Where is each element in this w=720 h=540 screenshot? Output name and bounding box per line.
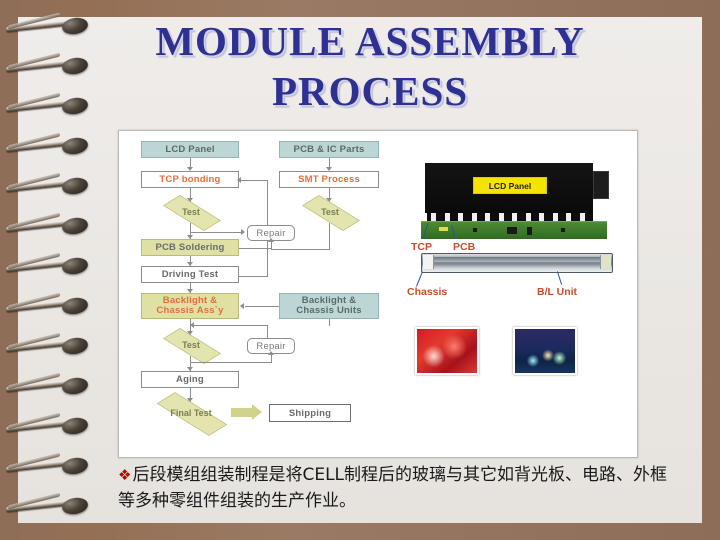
lcd-panel-body: LCD Panel: [425, 163, 593, 213]
node-lcd-panel: LCD Panel: [141, 141, 239, 158]
description-line-2: 板、电路、外框等多种零组件组装的生产作业。: [118, 465, 668, 511]
sample-photos: [415, 327, 625, 375]
binding-ring: [6, 332, 102, 357]
tcp-strip: [579, 213, 585, 222]
node-aging: Aging: [141, 371, 239, 388]
node-test-3-label: Test: [182, 340, 200, 350]
binding-ring: [6, 212, 102, 237]
node-backlight-units-line2: Chassis Units: [296, 305, 362, 316]
tcp-strip: [566, 213, 571, 222]
binding-ring: [6, 132, 102, 157]
node-backlight-chassis-assy: Backlight & Chassis Ass`y: [141, 293, 239, 319]
tcp-label: TCP: [411, 241, 432, 253]
page-title: MODULE ASSEMBLY PROCESS: [155, 18, 585, 114]
tcp-strips: [427, 213, 593, 222]
tcp-strip: [458, 213, 463, 222]
node-test-2-label: Test: [321, 207, 339, 217]
node-smt-process: SMT Process: [279, 171, 379, 188]
tcp-strip: [512, 213, 517, 222]
tcp-strip: [485, 213, 490, 222]
node-backlight-units-line1: Backlight &: [301, 295, 357, 306]
flowchart: LCD Panel TCP bonding Test PCB Soldering…: [119, 131, 409, 457]
binding-ring: [6, 172, 102, 197]
node-test-3: Test: [163, 328, 221, 364]
binding-ring: [6, 452, 102, 477]
red-product-photo: [415, 327, 479, 375]
node-shipping: Shipping: [269, 404, 351, 422]
tcp-strip: [498, 213, 504, 222]
binding-ring: [6, 252, 102, 277]
node-driving-test: Driving Test: [141, 266, 239, 283]
node-pcb-soldering: PCB Soldering: [141, 239, 239, 256]
binding-ring: [6, 412, 102, 437]
node-final-test-label: Final Test: [170, 408, 212, 418]
bl-unit-label: B/L Unit: [537, 286, 578, 298]
node-backlight-chassis-units: Backlight & Chassis Units: [279, 293, 379, 319]
night-city-photo: [513, 327, 577, 375]
binding-ring: [6, 492, 102, 517]
chassis-photo: [421, 249, 613, 275]
tcp-strip: [525, 213, 531, 222]
description-text: ❖后段模组组装制程是将CELL制程后的玻璃与其它如背光板、电路、外框等多种零组件…: [118, 462, 670, 514]
node-backlight-assy-line1: Backlight &: [162, 295, 218, 306]
pcb-board: [421, 221, 607, 239]
arrow-to-shipping: [231, 404, 262, 420]
node-tcp-bonding: TCP bonding: [141, 171, 239, 188]
node-test-1-label: Test: [182, 207, 200, 217]
node-test-1: Test: [163, 195, 221, 231]
node-final-test: Final Test: [155, 392, 228, 436]
node-test-2: Test: [302, 195, 360, 231]
process-diagram-frame: LCD Panel TCP bonding Test PCB Soldering…: [118, 130, 638, 458]
binding-ring: [6, 292, 102, 317]
tcp-strip: [539, 213, 544, 222]
tcp-strip: [431, 213, 436, 222]
lcd-panel-callout: LCD Panel: [473, 177, 547, 194]
photo-column: LCD Panel TCP PCB: [407, 131, 637, 457]
description-line-1: 后段模组组装制程是将CELL制程后的玻璃与其它如背光: [132, 465, 549, 485]
chassis-bar: [421, 253, 613, 273]
panel-connector: [593, 171, 609, 199]
node-backlight-assy-line2: Chassis Ass`y: [156, 305, 224, 316]
binding-ring: [6, 372, 102, 397]
node-pcb-ic-parts: PCB & IC Parts: [279, 141, 379, 158]
pcb-label: PCB: [453, 241, 476, 253]
tcp-strip: [552, 213, 558, 222]
bullet-diamond-icon: ❖: [118, 466, 132, 484]
tcp-strip: [444, 213, 450, 222]
lcd-module-photo: LCD Panel: [419, 163, 611, 241]
tcp-strip: [471, 213, 477, 222]
chassis-label: Chassis: [407, 286, 448, 298]
